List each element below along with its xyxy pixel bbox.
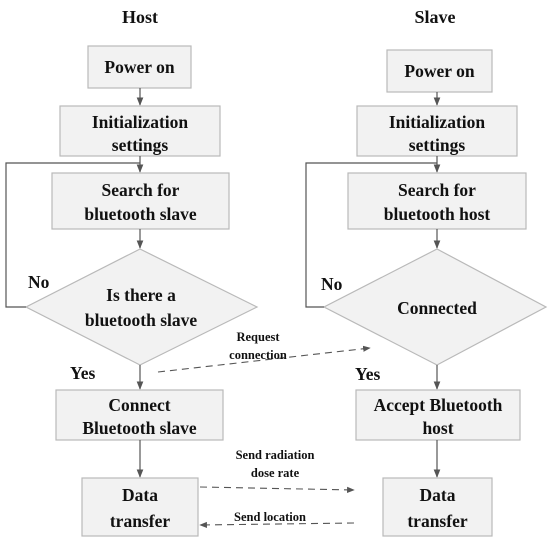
slave-search-line2: bluetooth host (384, 204, 491, 224)
slave-init-node: Initialization settings (356, 105, 518, 157)
host-data-transfer-node: Data transfer (81, 477, 199, 537)
slave-accept-line2: host (422, 418, 453, 438)
slave-data-line2: transfer (407, 511, 467, 531)
host-connect-node: Connect Bluetooth slave (55, 389, 224, 441)
host-no-label: No (28, 272, 50, 292)
send-location-label: Send location (234, 510, 306, 524)
slave-decision-label: Connected (397, 298, 477, 318)
slave-accept-line1: Accept Bluetooth (374, 395, 503, 415)
slave-no-label: No (321, 274, 343, 294)
host-no-loop (5, 162, 140, 308)
slave-search-node: Search for bluetooth host (347, 172, 527, 230)
slave-init-line1: Initialization (389, 112, 486, 132)
slave-search-line1: Search for (398, 180, 476, 200)
request-label-line2: connection (229, 348, 287, 362)
send-rate-line1: Send radiation (236, 448, 315, 462)
slave-power-on-label: Power on (404, 61, 474, 81)
host-init-line2: settings (112, 135, 169, 155)
send-location-arrow (199, 521, 355, 528)
host-data-line2: transfer (110, 511, 170, 531)
host-init-line1: Initialization (92, 112, 189, 132)
slave-init-line2: settings (409, 135, 466, 155)
slave-accept-node: Accept Bluetooth host (355, 389, 521, 441)
host-search-line2: bluetooth slave (84, 204, 197, 224)
slave-decision-node: Connected (322, 248, 548, 366)
slave-data-line1: Data (420, 485, 456, 505)
host-decision-line2: bluetooth slave (85, 310, 198, 330)
host-data-line1: Data (122, 485, 158, 505)
slave-yes-label: Yes (355, 364, 380, 384)
host-search-line1: Search for (102, 180, 180, 200)
host-init-node: Initialization settings (59, 105, 221, 157)
host-power-on-node: Power on (87, 45, 192, 89)
request-label-line1: Request (236, 330, 280, 344)
slave-no-loop (305, 162, 437, 308)
host-yes-label: Yes (70, 363, 95, 383)
slave-power-on-node: Power on (386, 49, 493, 93)
slave-column-title: Slave (414, 7, 455, 27)
host-connect-line1: Connect (108, 395, 170, 415)
host-search-node: Search for bluetooth slave (51, 172, 230, 230)
host-column-title: Host (122, 7, 158, 27)
host-power-on-label: Power on (104, 57, 174, 77)
host-connect-line2: Bluetooth slave (82, 418, 196, 438)
send-rate-line2: dose rate (251, 466, 300, 480)
slave-data-transfer-node: Data transfer (382, 477, 493, 537)
host-decision-line1: Is there a (106, 285, 176, 305)
host-decision-node: Is there a bluetooth slave (24, 248, 259, 366)
send-dose-rate-arrow (199, 486, 355, 493)
